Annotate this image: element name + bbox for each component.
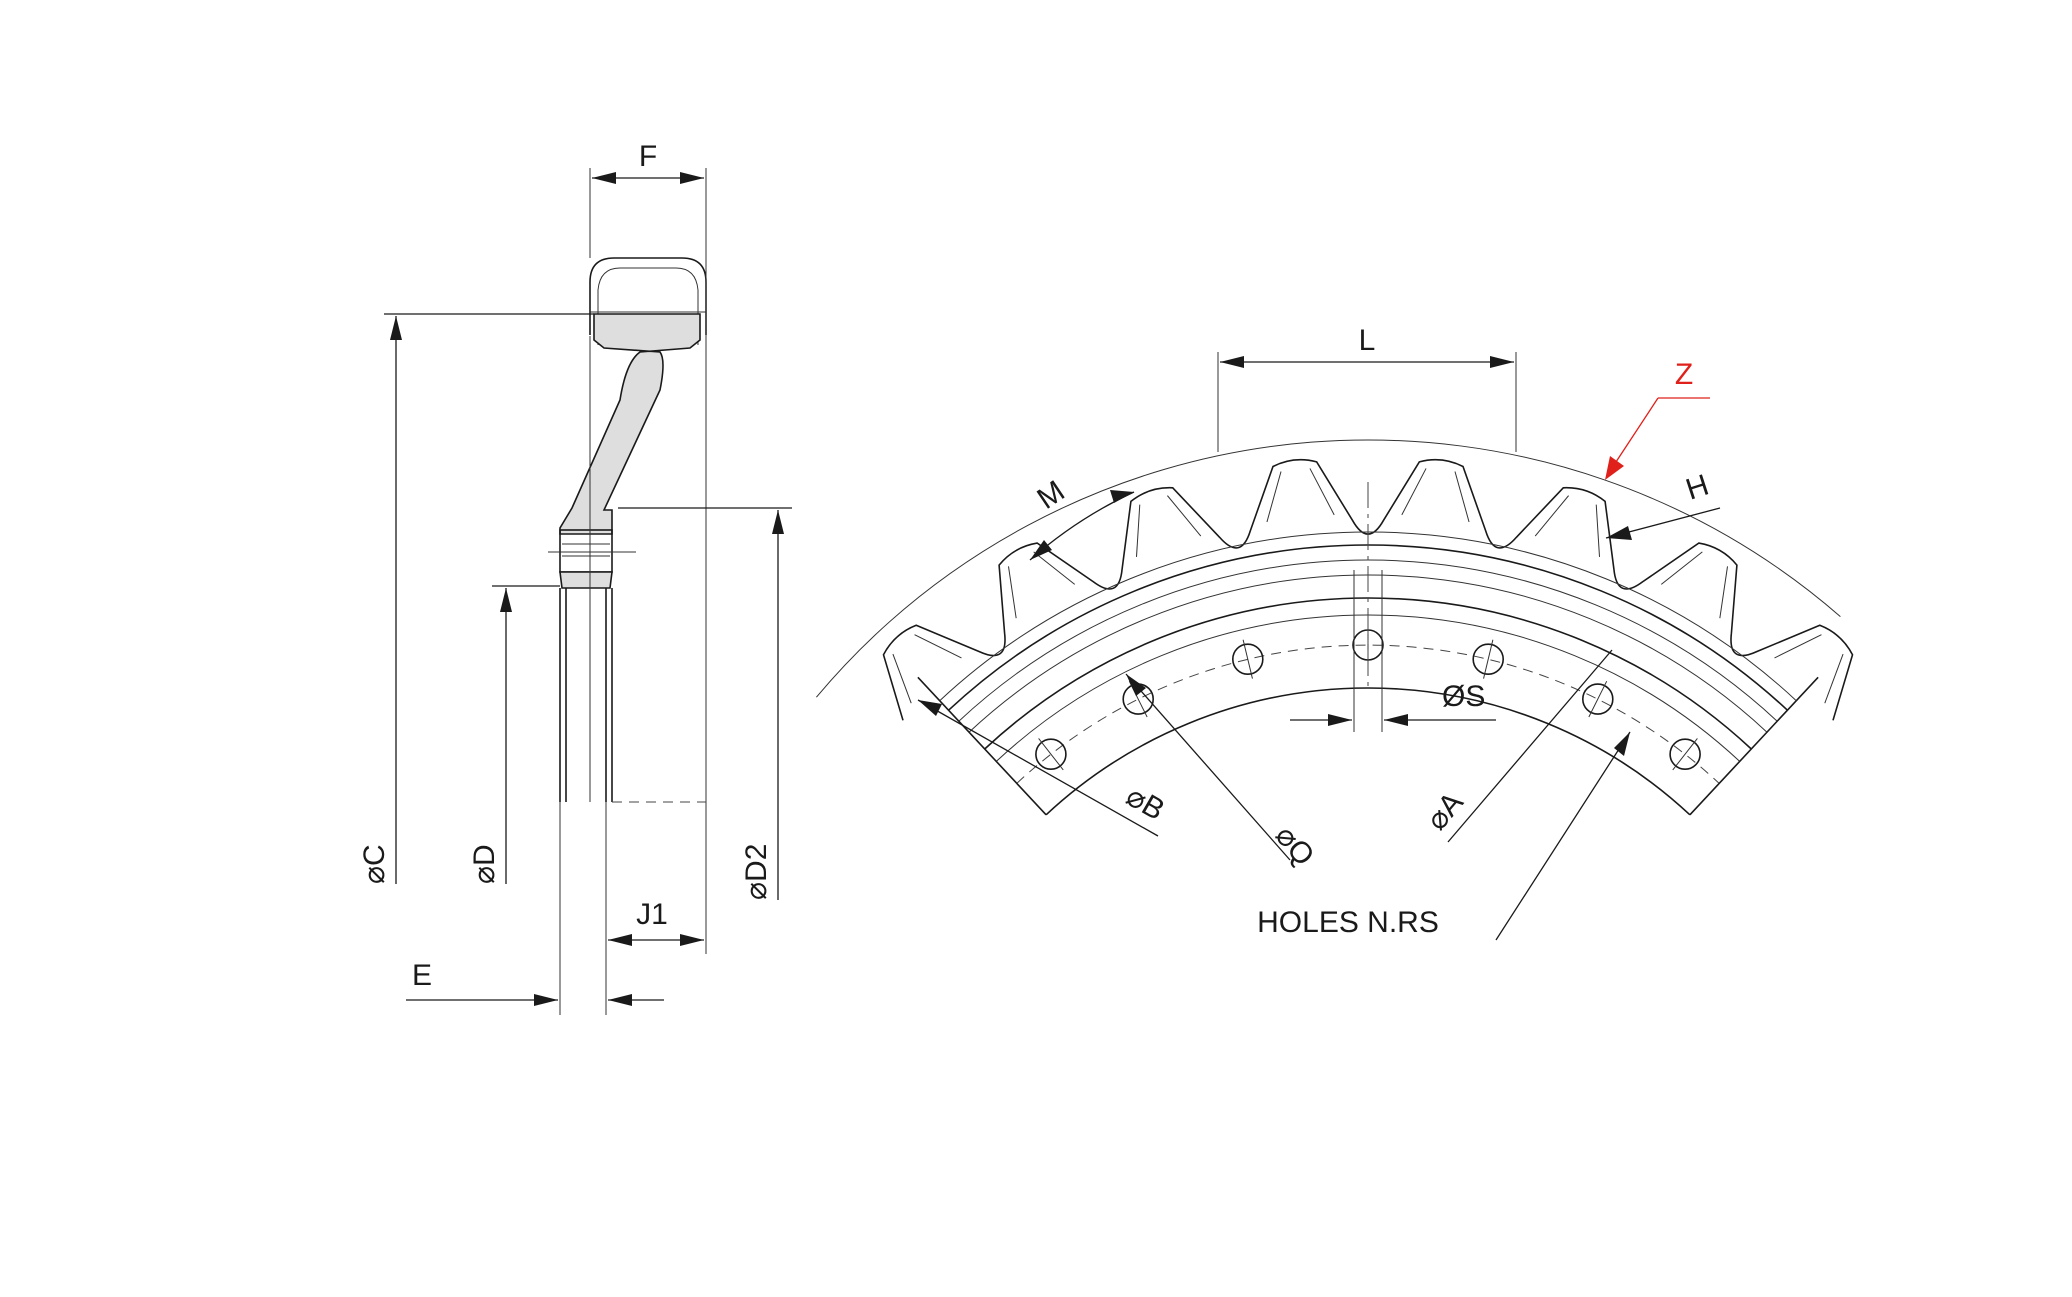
hub-upper	[559, 529, 613, 573]
tooth-flank-line	[1135, 504, 1141, 557]
bolt-hole	[1669, 738, 1701, 771]
tooth-flank-line	[1266, 471, 1282, 523]
web-section	[559, 313, 701, 535]
tooth-flank-line	[1595, 504, 1601, 557]
label-F: F	[639, 140, 657, 173]
bolt-hole	[1035, 738, 1067, 771]
tooth-flank-line	[914, 634, 962, 659]
segment-end-left	[917, 676, 1047, 816]
label-L: L	[1359, 324, 1376, 357]
bolt-hole-centerline	[1588, 680, 1608, 718]
bolt-hole	[1582, 683, 1614, 715]
front-segment-view: ØS L Z H M ⌀B ⌀Q ⌀A	[816, 324, 1854, 941]
tooth-flank-line	[1824, 653, 1844, 704]
bolt-hole-centerline	[1242, 639, 1253, 679]
label-Q: ⌀Q	[1269, 819, 1321, 872]
rim-inner-arc	[958, 559, 1778, 722]
label-D: ⌀D	[468, 844, 501, 884]
side-section-view: F ⌀C ⌀D ⌀D2 J1 E	[358, 140, 792, 1015]
tooth-flank-line	[1660, 551, 1703, 585]
tooth-flank-line	[892, 653, 912, 704]
tooth-flank-line	[1309, 468, 1335, 516]
tooth-flank-line	[1534, 495, 1569, 537]
hub-ring	[559, 571, 613, 589]
tooth-head-inner	[597, 267, 699, 312]
tooth-flank-line	[1719, 566, 1729, 619]
tooth-flank-line	[1454, 471, 1470, 523]
label-E: E	[412, 959, 432, 992]
bolt-hole	[1232, 643, 1264, 676]
tooth-flank-line	[1033, 551, 1076, 585]
hub-bore	[559, 588, 613, 802]
bolt-holes	[1035, 625, 1701, 771]
bore-arc	[1045, 687, 1691, 816]
label-J1: J1	[636, 898, 668, 931]
label-M: M	[1031, 474, 1070, 515]
tooth-flank-line	[1401, 468, 1427, 516]
bolt-hole-centerline	[1038, 738, 1064, 771]
label-holes: HOLES N.RS	[1257, 906, 1439, 939]
label-S: ØS	[1442, 680, 1485, 713]
label-H: H	[1682, 469, 1713, 507]
outer-diameter-arc	[816, 439, 1841, 698]
tooth-flank-line	[1167, 495, 1202, 537]
tooth-flank-line	[1007, 566, 1017, 619]
label-D2: ⌀D2	[740, 844, 773, 900]
tooth-flank-line	[1774, 634, 1822, 659]
bolt-hole-centerline	[1672, 738, 1698, 771]
segment-arcs	[816, 439, 1841, 816]
label-Z: Z	[1675, 358, 1693, 391]
label-C: ⌀C	[358, 844, 391, 884]
tooth-head-outline	[589, 257, 707, 335]
segment-end-right	[1689, 676, 1819, 816]
bolt-hole	[1472, 643, 1504, 676]
label-B: ⌀B	[1121, 779, 1170, 827]
label-A: ⌀A	[1420, 786, 1470, 836]
bolt-hole-centerline	[1483, 639, 1494, 679]
